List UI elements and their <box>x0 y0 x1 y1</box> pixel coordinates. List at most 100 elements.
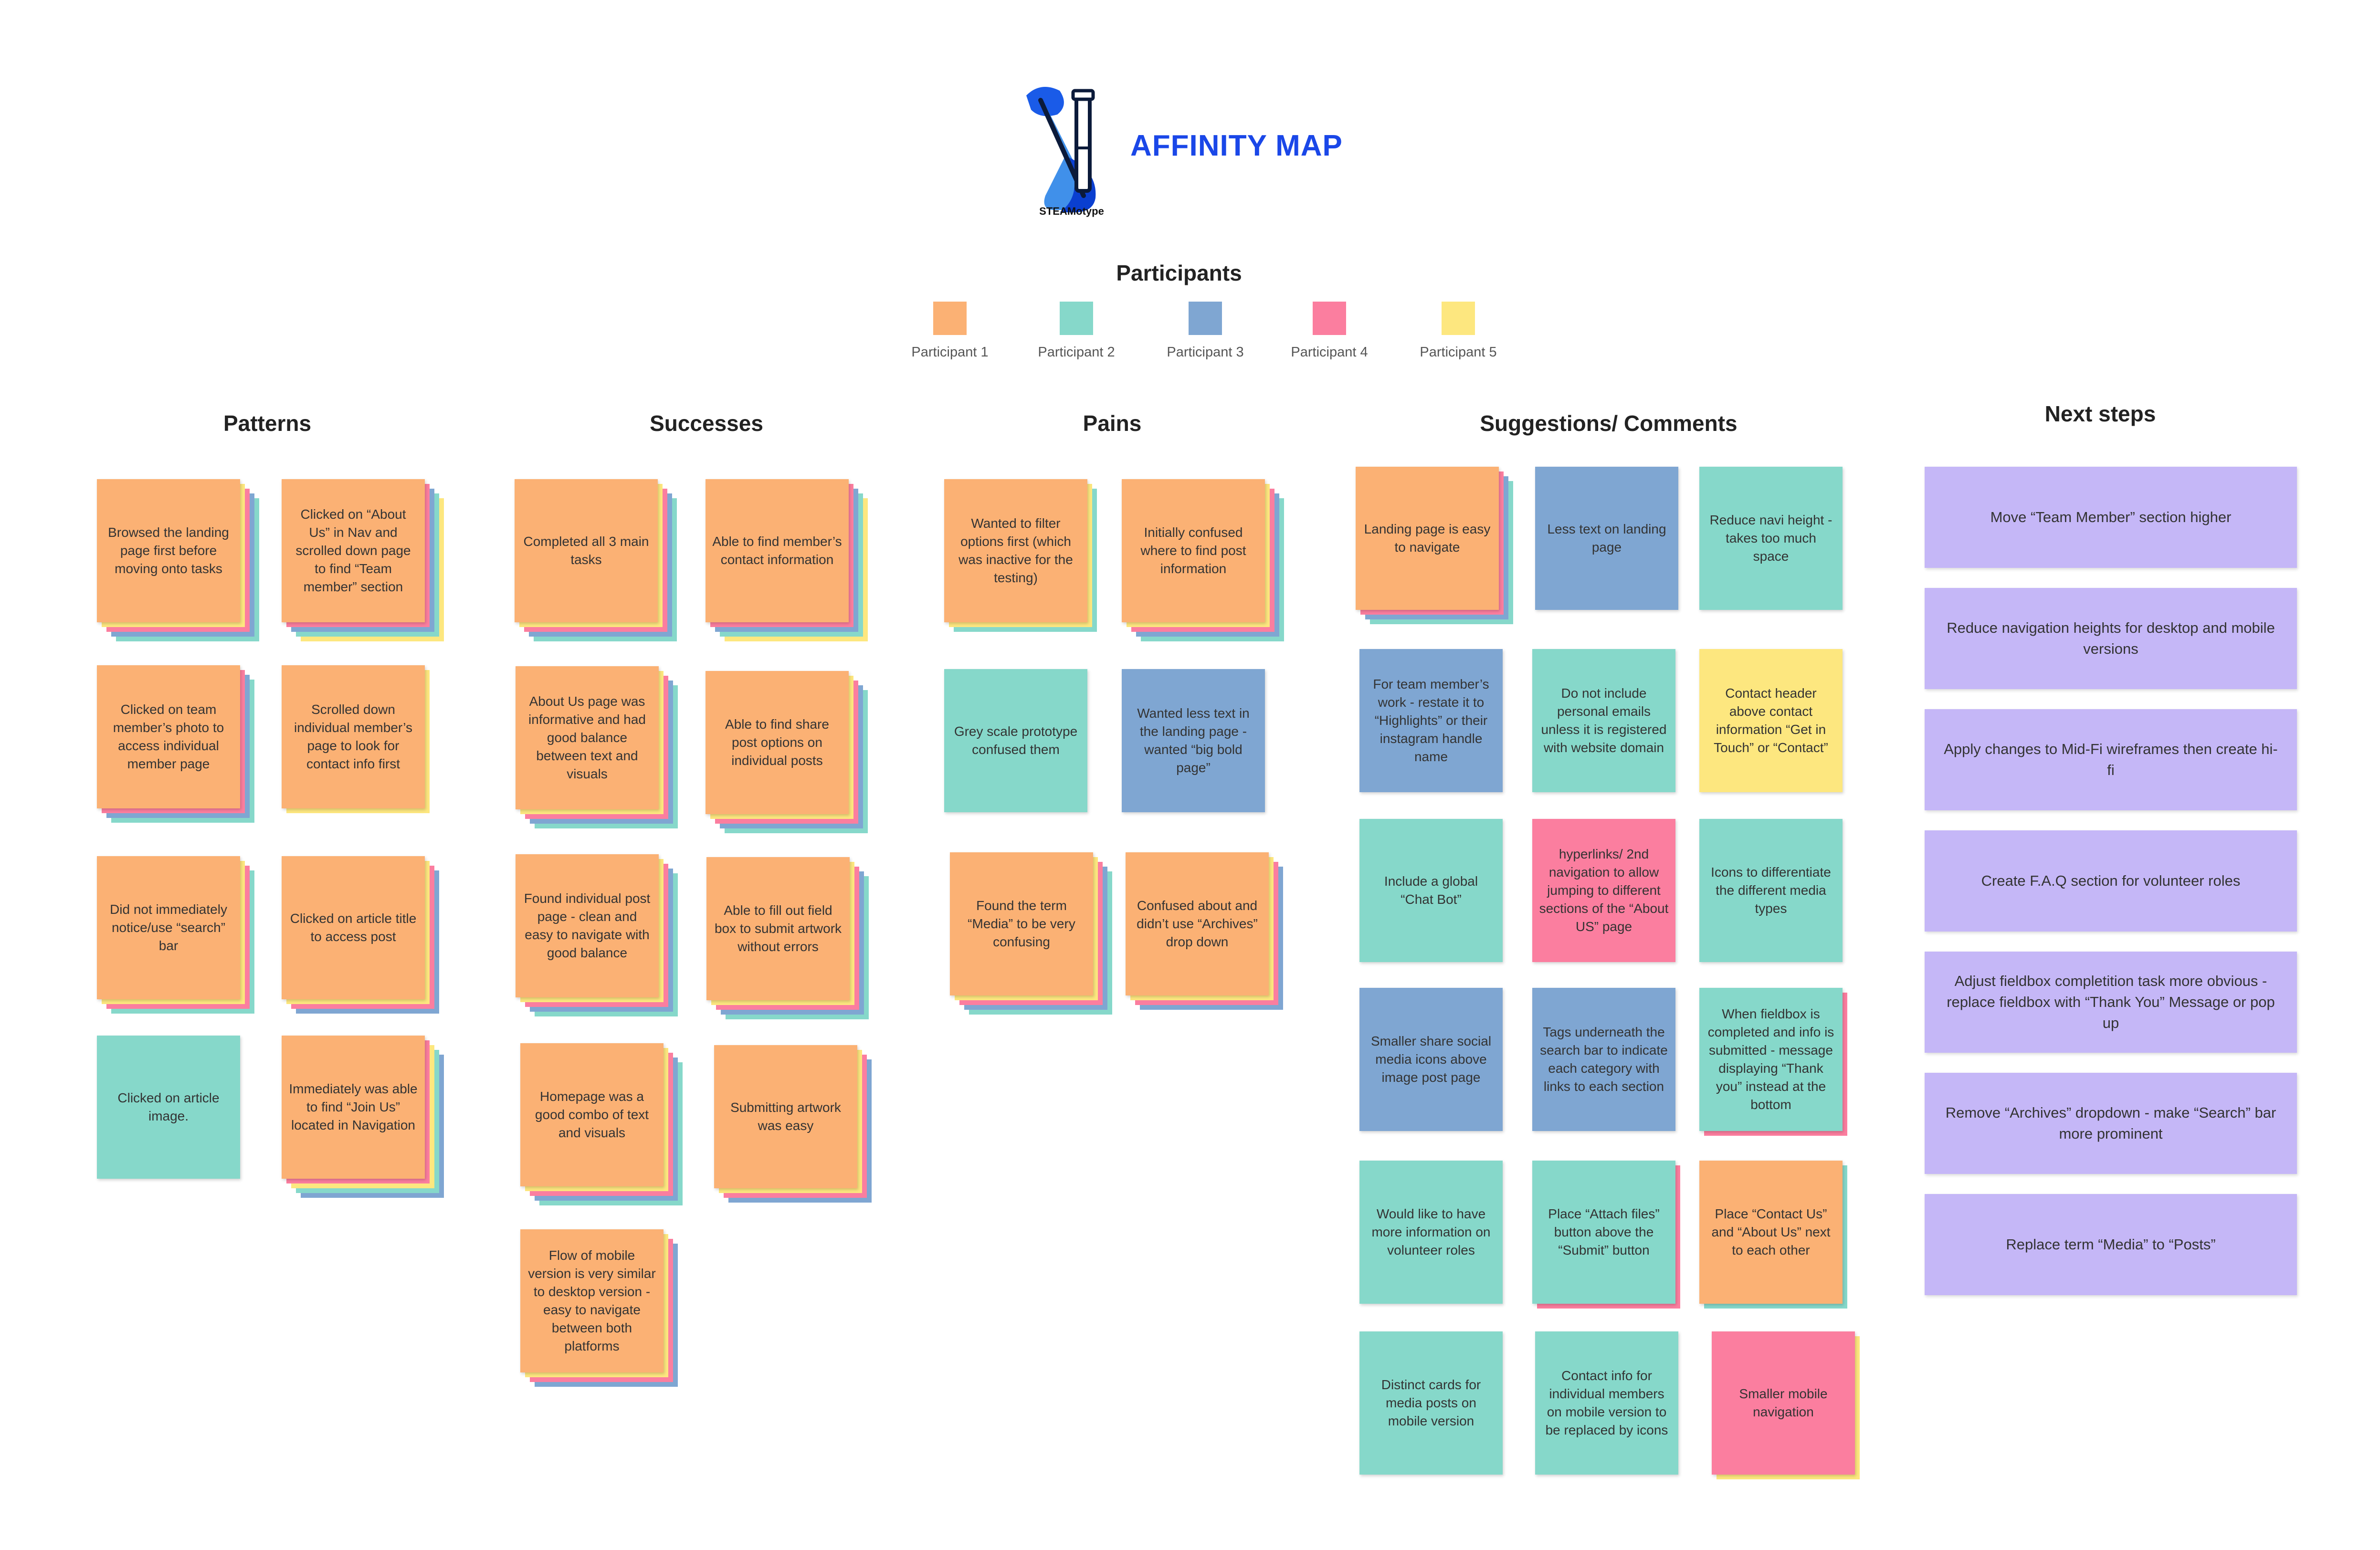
next-step-card[interactable]: Reduce navigation heights for desktop an… <box>1925 588 2297 689</box>
sticky-note[interactable]: Smaller mobile navigation <box>1712 1331 1860 1479</box>
sticky-note[interactable]: Found the term “Media” to be very confus… <box>950 852 1112 1015</box>
sticky-note-text: Completed all 3 main tasks <box>515 479 658 622</box>
sticky-note-text: Found the term “Media” to be very confus… <box>950 852 1093 995</box>
legend-swatch <box>1060 302 1093 335</box>
next-step-card[interactable]: Move “Team Member” section higher <box>1925 467 2297 568</box>
sticky-note[interactable]: Did not immediately notice/use “search” … <box>97 856 254 1014</box>
sticky-note[interactable]: Clicked on article image. <box>97 1036 240 1179</box>
logo-wordmark: STEAMotype <box>1039 205 1104 217</box>
sticky-note[interactable]: Clicked on article title to access post <box>282 856 439 1014</box>
sticky-note-text: Do not include personal emails unless it… <box>1532 649 1675 792</box>
sticky-note[interactable]: Wanted less text in the landing page - w… <box>1122 669 1265 812</box>
sticky-note-text: For team member’s work - restate it to “… <box>1359 649 1503 792</box>
sticky-note[interactable]: Submitting artwork was easy <box>714 1045 872 1203</box>
sticky-note[interactable]: Reduce navi height - takes too much spac… <box>1699 467 1843 610</box>
sticky-note-text: Clicked on “About Us” in Nav and scrolle… <box>282 479 425 622</box>
sticky-note[interactable]: Flow of mobile version is very similar t… <box>520 1229 678 1387</box>
legend-label: Participant 3 <box>1167 345 1244 360</box>
sticky-note[interactable]: Clicked on team member’s photo to access… <box>97 665 254 823</box>
page-title: AFFINITY MAP <box>1130 129 1343 162</box>
sticky-note-text: Would like to have more information on v… <box>1359 1161 1503 1304</box>
sticky-note-text: Place “Contact Us” and “About Us” next t… <box>1699 1161 1843 1304</box>
sticky-note[interactable]: Able to find share post options on indiv… <box>706 671 868 833</box>
sticky-note-text: Clicked on team member’s photo to access… <box>97 665 240 808</box>
legend-swatch <box>1442 302 1475 335</box>
sticky-note[interactable]: Less text on landing page <box>1535 467 1678 610</box>
sticky-note[interactable]: Contact header above contact information… <box>1699 649 1843 792</box>
sticky-note-text: Homepage was a good combo of text and vi… <box>520 1043 663 1186</box>
sticky-note-text: Able to find member’s contact informatio… <box>706 479 849 622</box>
sticky-note[interactable]: Landing page is easy to navigate <box>1356 467 1513 624</box>
sticky-note[interactable]: Able to find member’s contact informatio… <box>706 479 868 641</box>
sticky-note[interactable]: Clicked on “About Us” in Nav and scrolle… <box>282 479 444 641</box>
sticky-note-text: Icons to differentiate the different med… <box>1699 819 1843 962</box>
sticky-note-text: Did not immediately notice/use “search” … <box>97 856 240 999</box>
sticky-note[interactable]: Homepage was a good combo of text and vi… <box>520 1043 683 1205</box>
legend-item-participant-2: Participant 2 <box>1010 302 1143 360</box>
sticky-note-text: Contact info for individual members on m… <box>1535 1331 1678 1475</box>
sticky-note[interactable]: Able to fill out field box to submit art… <box>706 857 869 1019</box>
sticky-note-text: Smaller share social media icons above i… <box>1359 988 1503 1131</box>
legend-label: Participant 5 <box>1420 345 1497 360</box>
sticky-note-text: Clicked on article title to access post <box>282 856 425 999</box>
sticky-note-text: Place “Attach files” button above the “S… <box>1532 1161 1675 1304</box>
sticky-note-text: Wanted to filter options first (which wa… <box>944 479 1087 622</box>
sticky-note-text: Confused about and didn’t use “Archives”… <box>1126 852 1269 995</box>
sticky-note-text: Flow of mobile version is very similar t… <box>520 1229 663 1372</box>
sticky-note[interactable]: Tags underneath the search bar to indica… <box>1532 988 1675 1131</box>
sticky-note[interactable]: Smaller share social media icons above i… <box>1359 988 1503 1131</box>
sticky-note[interactable]: Would like to have more information on v… <box>1359 1161 1503 1304</box>
sticky-note[interactable]: Scrolled down individual member’s page t… <box>282 665 430 813</box>
sticky-note[interactable]: Place “Contact Us” and “About Us” next t… <box>1699 1161 1847 1309</box>
legend-label: Participant 2 <box>1038 345 1115 360</box>
sticky-note[interactable]: Completed all 3 main tasks <box>515 479 677 641</box>
legend-swatch <box>1313 302 1346 335</box>
sticky-note-text: When fieldbox is completed and info is s… <box>1699 988 1843 1131</box>
sticky-note-text: Smaller mobile navigation <box>1712 1331 1855 1475</box>
next-step-card[interactable]: Create F.A.Q section for volunteer roles <box>1925 830 2297 932</box>
sticky-note[interactable]: Do not include personal emails unless it… <box>1532 649 1675 792</box>
next-step-card[interactable]: Apply changes to Mid-Fi wireframes then … <box>1925 709 2297 810</box>
sticky-note[interactable]: Confused about and didn’t use “Archives”… <box>1126 852 1283 1010</box>
legend-item-participant-5: Participant 5 <box>1391 302 1525 360</box>
legend-label: Participant 1 <box>911 345 989 360</box>
sticky-note-text: Initially confused where to find post in… <box>1122 479 1265 622</box>
sticky-note[interactable]: Contact info for individual members on m… <box>1535 1331 1678 1475</box>
sticky-note[interactable]: Immediately was able to find “Join Us” l… <box>282 1036 444 1198</box>
legend-item-participant-4: Participant 4 <box>1263 302 1396 360</box>
sticky-note-text: hyperlinks/ 2nd navigation to allow jump… <box>1532 819 1675 962</box>
next-step-card[interactable]: Replace term “Media” to “Posts” <box>1925 1194 2297 1295</box>
sticky-note[interactable]: Icons to differentiate the different med… <box>1699 819 1843 962</box>
sticky-note-text: Tags underneath the search bar to indica… <box>1532 988 1675 1131</box>
sticky-note-text: Found individual post page - clean and e… <box>516 854 659 997</box>
legend-swatch <box>933 302 967 335</box>
legend-item-participant-3: Participant 3 <box>1138 302 1272 360</box>
legend-item-participant-1: Participant 1 <box>883 302 1017 360</box>
sticky-note[interactable]: Browsed the landing page first before mo… <box>97 479 259 641</box>
sticky-note[interactable]: Place “Attach files” button above the “S… <box>1532 1161 1680 1309</box>
next-step-card[interactable]: Remove “Archives” dropdown - make “Searc… <box>1925 1073 2297 1174</box>
sticky-note[interactable]: Found individual post page - clean and e… <box>516 854 678 1016</box>
sticky-note[interactable]: For team member’s work - restate it to “… <box>1359 649 1503 792</box>
sticky-note-text: Submitting artwork was easy <box>714 1045 857 1188</box>
next-step-card[interactable]: Adjust fieldbox completition task more o… <box>1925 952 2297 1053</box>
sticky-note[interactable]: Wanted to filter options first (which wa… <box>944 479 1097 632</box>
sticky-note-text: Distinct cards for media posts on mobile… <box>1359 1331 1503 1475</box>
legend-label: Participant 4 <box>1291 345 1368 360</box>
sticky-note[interactable]: About Us page was informative and had go… <box>516 666 678 828</box>
sticky-note-text: Able to find share post options on indiv… <box>706 671 849 814</box>
sticky-note-text: About Us page was informative and had go… <box>516 666 659 809</box>
sticky-note-text: Able to fill out field box to submit art… <box>706 857 850 1000</box>
sticky-note[interactable]: Grey scale prototype confused them <box>944 669 1087 812</box>
flask-brush-icon <box>1026 87 1096 212</box>
sticky-note[interactable]: Include a global “Chat Bot” <box>1359 819 1503 962</box>
sticky-note-text: Reduce navi height - takes too much spac… <box>1699 467 1843 610</box>
sticky-note-text: Landing page is easy to navigate <box>1356 467 1499 610</box>
sticky-note[interactable]: hyperlinks/ 2nd navigation to allow jump… <box>1532 819 1675 962</box>
sticky-note[interactable]: When fieldbox is completed and info is s… <box>1699 988 1847 1136</box>
sticky-note[interactable]: Initially confused where to find post in… <box>1122 479 1284 641</box>
steamotype-logo <box>1012 76 1122 220</box>
sticky-note-text: Include a global “Chat Bot” <box>1359 819 1503 962</box>
sticky-note[interactable]: Distinct cards for media posts on mobile… <box>1359 1331 1503 1475</box>
sticky-note-text: Browsed the landing page first before mo… <box>97 479 240 622</box>
